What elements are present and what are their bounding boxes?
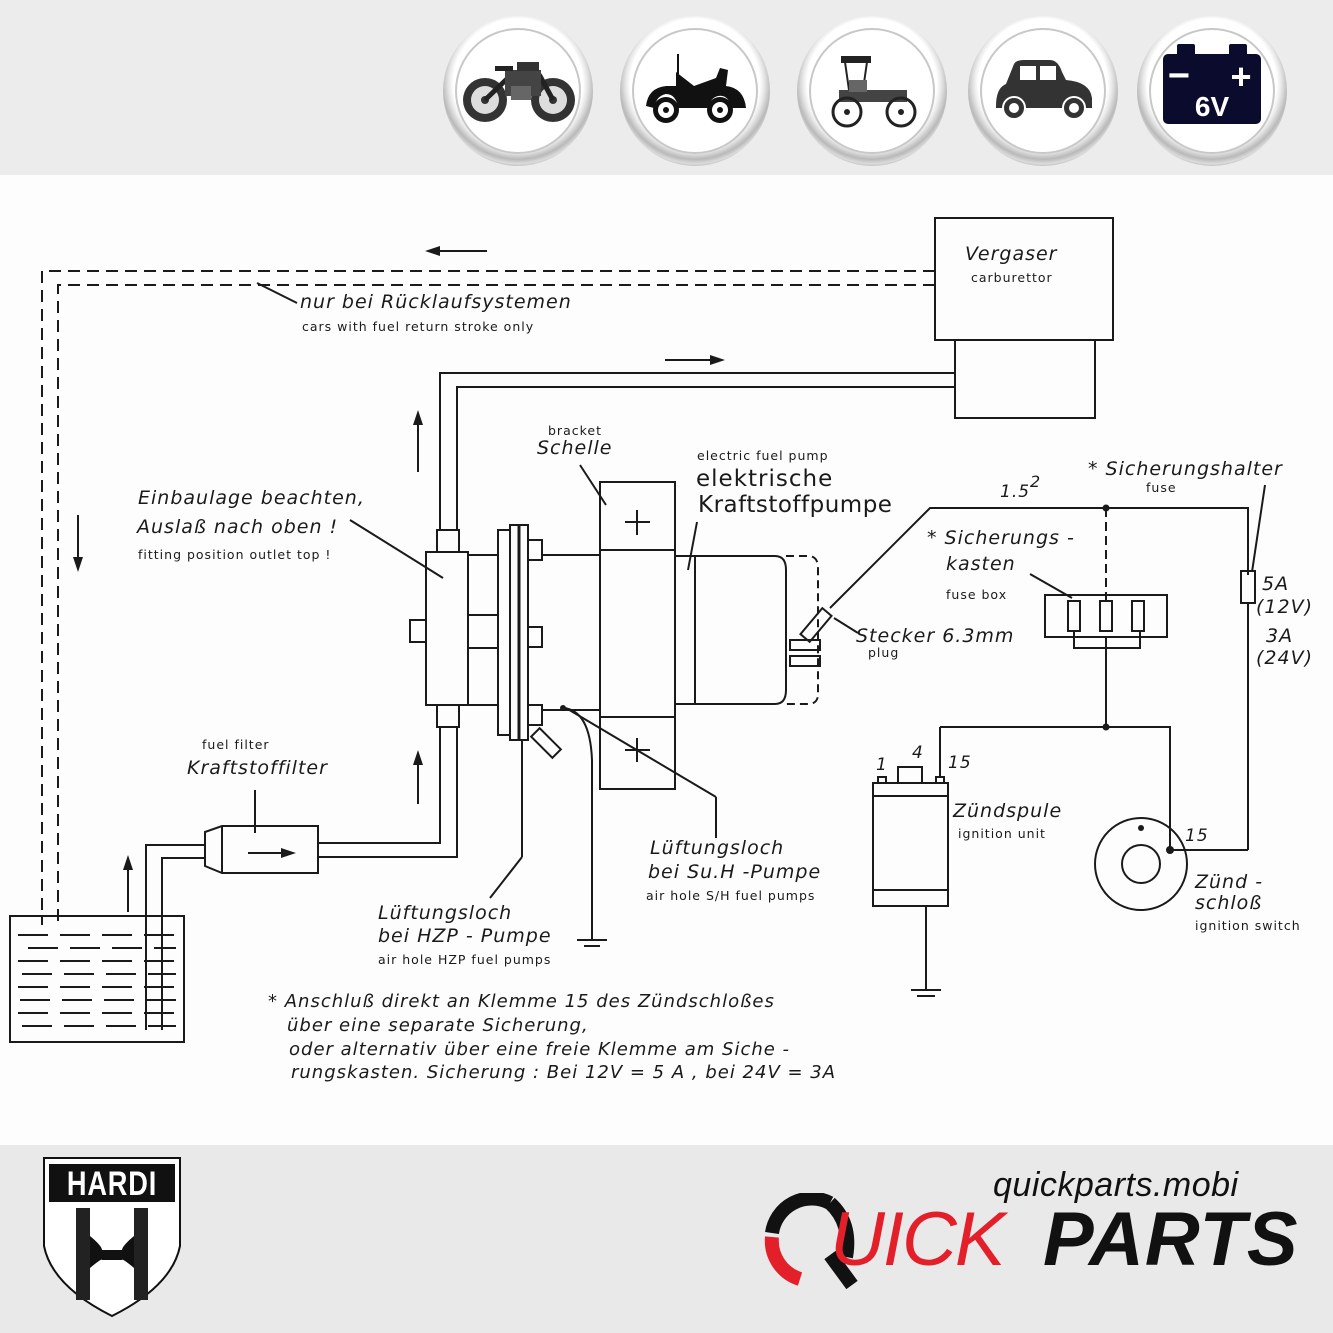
ignition-switch [1094, 817, 1188, 911]
fuel-tank [9, 915, 185, 1043]
category-battery-6v[interactable]: − + 6V [1137, 16, 1287, 166]
roadster-car-icon [646, 54, 746, 123]
brand-parts-text: PARTS [1043, 1197, 1299, 1282]
battery-icon: − + 6V [1163, 44, 1261, 124]
carburettor-label-en: carburettor [971, 270, 1053, 285]
fuse-rating-12v-amps: 5A [1262, 573, 1290, 595]
fuse-rating-12v-volts: (12V) [1256, 596, 1313, 618]
vent-hzp-label-de-2: bei HZP - Pumpe [378, 925, 552, 947]
fuse-rating-24v-amps: 3A [1266, 625, 1294, 647]
pump-head [425, 551, 469, 706]
bracket [599, 481, 676, 790]
fuse-box-label-de-1: * Sicherungs - [927, 527, 1075, 549]
plug-label-en: plug [868, 645, 900, 660]
footnote-line-1: * Anschluß direkt an Klemme 15 des Zünds… [268, 991, 775, 1012]
flow-arrows [77, 250, 712, 912]
fuse-holder [1240, 570, 1256, 604]
fuse-box-label-en: fuse box [946, 587, 1008, 602]
orientation-label-en: fitting position outlet top ! [138, 547, 332, 562]
motorcycle-icon [463, 62, 575, 122]
wire-gauge-exponent: 2 [1030, 472, 1042, 491]
vent-suh-label-de-2: bei Su.H -Pumpe [648, 861, 822, 883]
quickparts-logo[interactable]: UICK PARTS [760, 1193, 1298, 1289]
hardi-shield-icon [43, 1157, 181, 1318]
battery-plus: + [1230, 56, 1251, 97]
category-roadster[interactable] [620, 16, 770, 166]
category-bar: − + 6V [0, 0, 1333, 175]
fuse-box-label-de-2: kasten [946, 553, 1016, 575]
pump-label-de-2: Kraftstoffpumpe [698, 492, 893, 518]
orientation-label-de-2: Auslaß nach oben ! [137, 516, 339, 538]
switch-label-en: ignition switch [1195, 918, 1301, 933]
fuel-pump-wiring-diagram: nur bei Rücklaufsystemen cars with fuel … [0, 175, 1333, 1145]
coil-label-de: Zündspule [953, 800, 1063, 822]
footnote-line-2: über eine separate Sicherung, [287, 1015, 589, 1036]
coil-terminal-15: 15 [948, 753, 972, 773]
category-sedan[interactable] [968, 16, 1118, 166]
sedan-car-icon [996, 60, 1092, 120]
ignition-coil [872, 782, 949, 907]
coil-label-en: ignition unit [958, 826, 1046, 841]
footnote-line-3: oder alternativ über eine freie Klemme a… [289, 1039, 791, 1060]
brand-quick-text: UICK [830, 1197, 1006, 1282]
site-url-link[interactable]: quickparts.mobi [993, 1166, 1239, 1204]
switch-label-de-1: Zünd - [1195, 871, 1264, 893]
battery-minus: − [1168, 55, 1190, 97]
bracket-label-de: Schelle [537, 437, 613, 459]
wire-gauge-value: 1.5 [1000, 482, 1031, 502]
carburettor-label-de: Vergaser [965, 243, 1058, 265]
battery-voltage-label: 6V [1195, 91, 1230, 122]
hardi-logo-text: HARDI [66, 1165, 158, 1203]
return-line-label-en: cars with fuel return stroke only [302, 319, 535, 334]
vent-suh-label-en: air hole S/H fuel pumps [646, 888, 816, 903]
fuse-rating-24v-volts: (24V) [1256, 647, 1313, 669]
pump-label-en: electric fuel pump [697, 448, 829, 463]
carburettor-base [954, 339, 1096, 419]
footer [0, 1145, 1333, 1333]
vent-suh-label-de-1: Lüftungsloch [650, 837, 785, 859]
pump-motor [675, 555, 787, 705]
filter-label-en: fuel filter [202, 737, 270, 752]
fuse-holder-label-en: fuse [1146, 480, 1177, 495]
return-line [41, 270, 935, 925]
fuse-holder-label-de: * Sicherungshalter [1088, 458, 1283, 480]
pump-label-de-1: elektrische [696, 466, 834, 492]
bracket-label-en: bracket [548, 423, 602, 438]
orientation-label-de-1: Einbaulage beachten, [138, 487, 365, 509]
vent-hzp-label-de-1: Lüftungsloch [378, 902, 513, 924]
switch-label-de-2: schloß [1195, 892, 1263, 914]
plug-label-de: Stecker 6.3mm [856, 625, 1015, 647]
return-line-label-de: nur bei Rücklaufsystemen [300, 291, 572, 313]
diagram-drawing [9, 217, 1266, 1043]
quickparts-q-icon [764, 1193, 858, 1289]
vent-hzp-label-en: air hole HZP fuel pumps [378, 952, 552, 967]
switch-terminal-15: 15 [1185, 826, 1209, 846]
category-motorcycle[interactable] [443, 16, 593, 166]
coil-terminal-1: 1 [876, 755, 888, 775]
footnote-line-4: rungskasten. Sicherung : Bei 12V = 5 A ,… [291, 1062, 837, 1083]
veteran-car-icon [831, 56, 917, 128]
category-veteran-car[interactable] [797, 16, 947, 166]
hardi-logo[interactable]: HARDI [42, 1156, 182, 1318]
coil-terminal-4: 4 [912, 743, 924, 763]
filter-label-de: Kraftstoffilter [187, 757, 328, 779]
